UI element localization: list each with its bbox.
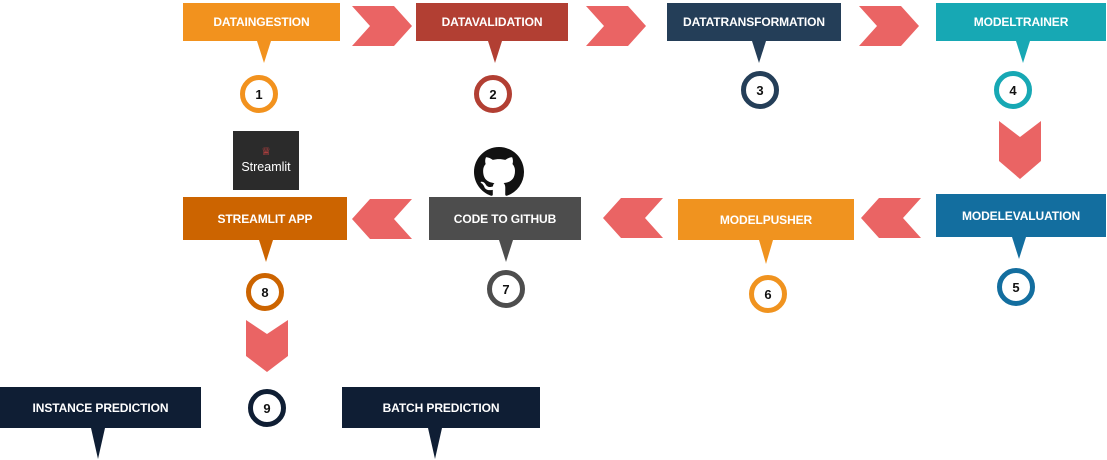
chevron-right-arrow-3 — [859, 6, 919, 46]
batch-prediction: BATCH PREDICTION — [342, 387, 540, 459]
step-5-number: 5 — [997, 268, 1035, 306]
step-7-label: CODE TO GITHUB — [429, 197, 581, 240]
step-5-label: MODELEVALUATION — [936, 194, 1106, 237]
step-4-label: MODELTRAINER — [936, 3, 1106, 41]
step-4-number: 4 — [994, 71, 1032, 109]
step-6-number: 6 — [749, 275, 787, 313]
step-3-number: 3 — [741, 71, 779, 109]
step-2-number: 2 — [474, 75, 512, 113]
step-2-label: DATAVALIDATION — [416, 3, 568, 41]
chevron-left-arrow-3 — [352, 199, 412, 239]
step-6-modelpusher: MODELPUSHER — [678, 199, 854, 264]
streamlit-logo: ♕ Streamlit — [233, 131, 299, 190]
chevron-left-arrow-2 — [603, 198, 663, 238]
chevron-left-arrow-1 — [861, 198, 921, 238]
step-7-number: 7 — [487, 270, 525, 308]
chevron-down-arrow-2 — [246, 320, 288, 372]
step-3-datatransformation: DATATRANSFORMATION — [667, 3, 841, 63]
step-4-modeltrainer: MODELTRAINER — [936, 3, 1106, 63]
step-7-code-to-github: CODE TO GITHUB — [429, 197, 581, 262]
streamlit-logo-label: Streamlit — [241, 160, 291, 174]
chevron-right-arrow-1 — [352, 6, 412, 46]
step-1-dataingestion: DATAINGESTION — [183, 3, 340, 63]
instance-prediction-label: INSTANCE PREDICTION — [0, 387, 201, 428]
step-3-label: DATATRANSFORMATION — [667, 3, 841, 41]
step-1-number: 1 — [240, 75, 278, 113]
step-5-modelevaluation: MODELEVALUATION — [936, 194, 1106, 259]
chevron-right-arrow-2 — [586, 6, 646, 46]
instance-prediction: INSTANCE PREDICTION — [0, 387, 201, 459]
github-icon — [474, 147, 524, 196]
step-8-streamlit-app: STREAMLIT APP — [183, 197, 347, 262]
chevron-down-arrow-1 — [999, 121, 1041, 179]
step-8-label: STREAMLIT APP — [183, 197, 347, 240]
step-9-number: 9 — [248, 389, 286, 427]
step-1-label: DATAINGESTION — [183, 3, 340, 41]
step-6-label: MODELPUSHER — [678, 199, 854, 240]
crown-icon: ♕ — [261, 146, 271, 158]
step-8-number: 8 — [246, 273, 284, 311]
batch-prediction-label: BATCH PREDICTION — [342, 387, 540, 428]
step-2-datavalidation: DATAVALIDATION — [416, 3, 568, 63]
